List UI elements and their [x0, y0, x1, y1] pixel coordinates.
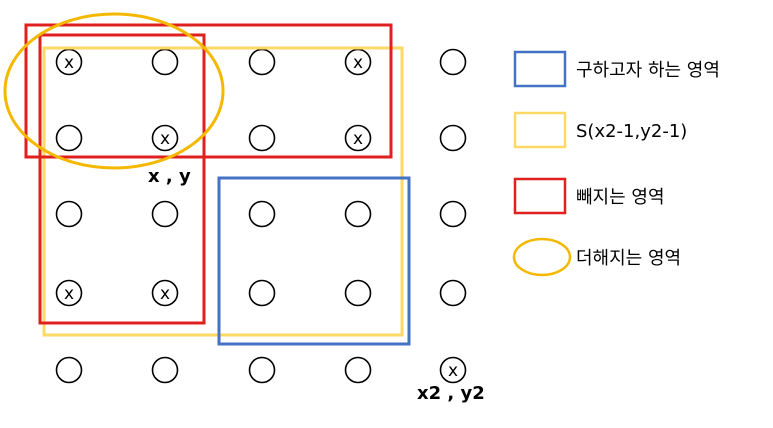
- legend-swatch-added: [512, 237, 572, 277]
- legend: 구하고자 하는 영역 S(x2-1,y2-1) 빼지는 영역 더해지는 영역: [512, 50, 720, 277]
- grid-cell-mark-1-1: x: [160, 129, 170, 149]
- grid-cell-mark-0-0: x: [64, 53, 74, 73]
- grid-cell-1-2: [248, 124, 276, 152]
- grid-cell-2-1: [151, 200, 179, 228]
- grid-cell-0-4: [439, 48, 467, 76]
- grid-cell-4-4: [439, 356, 467, 384]
- grid-cell-mark-3-0: x: [64, 284, 74, 304]
- legend-label-target: 구하고자 하는 영역: [576, 60, 720, 81]
- grid-cell-2-0: [55, 200, 83, 228]
- legend-label-prefix: S(x2-1,y2-1): [576, 121, 687, 142]
- grid-cell-mark-1-3: x: [353, 129, 363, 149]
- grid-cell-2-4: [439, 200, 467, 228]
- grid: x x x x x x x: [55, 48, 467, 384]
- subtracted-region-rows: [24, 23, 393, 159]
- grid-cell-mark-0-3: x: [353, 53, 363, 73]
- grid-cell-2-3: [344, 200, 372, 228]
- grid-cell-3-0: [55, 279, 83, 307]
- grid-cell-1-4: [439, 124, 467, 152]
- grid-cell-1-3: [344, 124, 372, 152]
- grid-cell-1-0: [55, 124, 83, 152]
- grid-cell-4-0: [55, 356, 83, 384]
- legend-label-subtracted: 빼지는 영역: [576, 187, 665, 208]
- grid-cell-mark-4-4: x: [448, 361, 458, 381]
- grid-cell-1-1: [151, 124, 179, 152]
- grid-cell-3-3: [344, 279, 372, 307]
- point-label-xy: x , y: [148, 166, 191, 187]
- grid-cell-0-1: [151, 48, 179, 76]
- added-region: [3, 12, 225, 170]
- grid-cell-2-2: [248, 200, 276, 228]
- legend-swatch-subtracted: [513, 177, 567, 215]
- grid-cell-3-2: [248, 279, 276, 307]
- grid-cell-4-3: [344, 356, 372, 384]
- legend-swatch-target: [513, 50, 567, 88]
- subtracted-region-cols: [38, 33, 206, 325]
- grid-cell-3-4: [439, 279, 467, 307]
- grid-cell-4-2: [248, 356, 276, 384]
- grid-cell-3-1: [151, 279, 179, 307]
- grid-cell-4-1: [151, 356, 179, 384]
- point-label-x2y2: x2 , y2: [417, 383, 485, 404]
- grid-cell-mark-3-1: x: [160, 284, 170, 304]
- target-region: [217, 176, 411, 346]
- prefix-sum-region: [42, 46, 404, 337]
- legend-label-added: 더해지는 영역: [576, 248, 681, 269]
- legend-swatch-prefix: [513, 111, 567, 149]
- grid-cell-0-2: [248, 48, 276, 76]
